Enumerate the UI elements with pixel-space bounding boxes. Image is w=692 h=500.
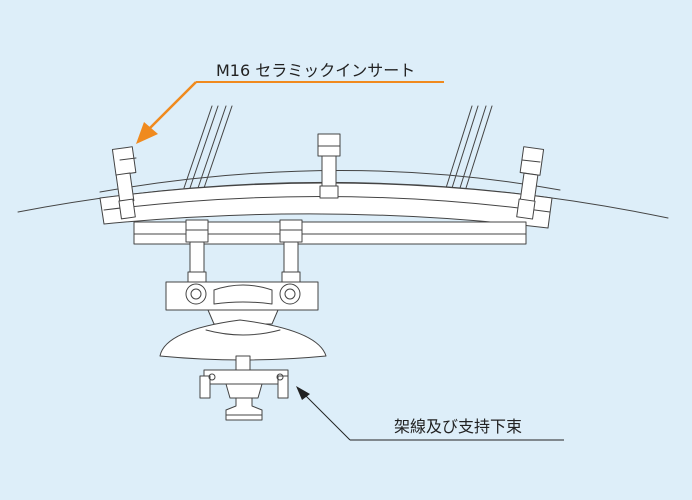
support-label: 架線及び支持下束 — [394, 417, 522, 436]
ceramic-insert-bolt-left — [111, 146, 137, 220]
contact-wire-profile — [225, 397, 263, 421]
hanger-bolt-left — [185, 219, 209, 283]
upper-frame-members — [183, 105, 493, 189]
hanger-bolt-right — [279, 219, 303, 283]
insert-label: M16 セラミックインサート — [216, 61, 415, 80]
support-leader-arrow — [296, 386, 564, 441]
ceramic-insert-bolt-center — [317, 133, 341, 199]
ceramic-insert-bolt-right — [516, 146, 545, 220]
wire-clamp — [199, 355, 289, 399]
clamp-body — [165, 281, 319, 325]
insert-leader-arrow — [136, 81, 444, 144]
insulator — [159, 319, 327, 361]
